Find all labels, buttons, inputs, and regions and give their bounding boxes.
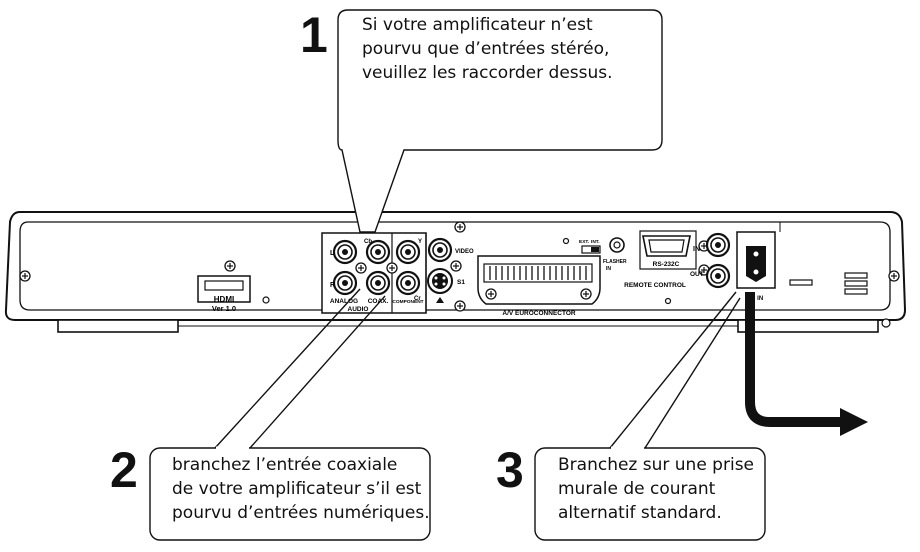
analog-l-jack — [332, 239, 358, 265]
callout-1-line-2: pourvu que d’entrées stéréo, — [362, 39, 610, 59]
label-cr: Cr — [414, 296, 421, 302]
label-video: VIDEO — [455, 249, 474, 255]
callout-1-bubble — [337, 9, 663, 233]
label-remote-out: OUT — [690, 271, 704, 278]
callout-1-line-1: Si votre amplificateur n’est — [362, 15, 593, 35]
remote-in-jack — [705, 232, 731, 258]
callout-2-line-1: branchez l’entrée coaxiale — [172, 455, 398, 475]
label-remote-in: IN — [693, 246, 700, 253]
step-number-3: 3 — [496, 442, 524, 498]
callout-3-line-3: alternatif standard. — [558, 503, 722, 523]
label-flasher-in: IN — [606, 266, 611, 272]
coax-jack — [365, 270, 391, 296]
callout-1-text: Si votre amplificateur n’est pourvu que … — [362, 13, 613, 85]
label-remote-control: REMOTE CONTROL — [624, 282, 686, 289]
label-av-euroconnector: A/V EUROCONNECTOR — [502, 310, 575, 317]
euroconnector: A/V EUROCONNECTOR — [477, 255, 601, 317]
callout-3-bubble — [534, 291, 766, 541]
screw-right — [888, 270, 900, 282]
label-coax: COAX. — [368, 298, 389, 305]
label-ext: EXT. — [579, 239, 589, 245]
vents — [779, 222, 868, 295]
callout-2-text: branchez l’entrée coaxiale de votre ampl… — [172, 453, 430, 525]
label-cb: Cb — [364, 239, 372, 245]
label-int: INT. — [591, 239, 600, 245]
label-l: L — [330, 250, 335, 257]
label-rs232c: RS-232C — [653, 261, 680, 268]
arrow-head-icon — [840, 408, 868, 436]
label-analog: ANALOG — [330, 298, 358, 305]
callout-2-line-3: pourvu d’entrées numériques. — [172, 503, 430, 523]
callout-3-text: Branchez sur une prise murale de courant… — [558, 453, 754, 525]
audio-video-block: L R Cb Y Cr ANALOG COAX. COMPONENT AUDIO… — [321, 221, 474, 314]
hdmi-label: HDMI — [214, 295, 234, 304]
label-y: Y — [418, 239, 422, 245]
remote-out-jack — [705, 263, 731, 289]
label-s1: S1 — [457, 279, 465, 286]
screw-left — [19, 270, 31, 282]
step-number-1: 1 — [300, 7, 328, 63]
component-cb-jack — [395, 239, 421, 265]
control-ports: EXT. INT. FLASHER IN RS-232C IN OUT REMO… — [562, 230, 731, 305]
power-cord-arrow — [745, 292, 868, 436]
callout-1-line-3: veuillez les raccorder dessus. — [362, 63, 613, 83]
analog-r-jack — [332, 270, 358, 296]
callout-2-line-2: de votre amplificateur s’il est — [172, 479, 422, 499]
callout-3-line-1: Branchez sur une prise — [558, 455, 755, 475]
callout-3-line-2: murale de courant — [558, 479, 716, 499]
hdmi-port: HDMI Ver 1.0 — [197, 260, 270, 313]
label-r: R — [330, 282, 335, 289]
label-audio: AUDIO — [348, 306, 369, 313]
component-cr-jack — [395, 270, 421, 296]
step-number-2: 2 — [110, 442, 138, 498]
label-flasher: FLASHER — [603, 259, 627, 265]
label-component: COMPONENT — [392, 299, 423, 305]
callout-2-bubble — [149, 288, 431, 541]
video-jack — [427, 237, 453, 263]
hdmi-version-label: Ver 1.0 — [212, 304, 236, 313]
